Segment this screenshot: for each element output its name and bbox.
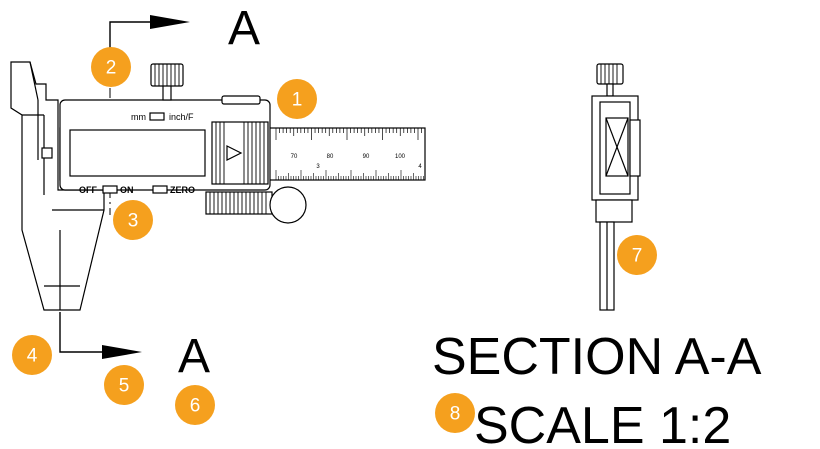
section-letter-bottom: A: [178, 330, 210, 383]
unit-inch-label: inch/F: [169, 112, 194, 122]
off-label: OFF: [79, 185, 97, 195]
callout-number-1: 1: [292, 90, 303, 111]
callout-badge-1: 1: [277, 79, 317, 119]
unit-mm-label: mm: [131, 112, 146, 122]
callout-number-4: 4: [27, 346, 38, 367]
on-label: ON: [120, 185, 134, 195]
scale-label-small-4: 4: [418, 164, 422, 170]
section-arrow-bottom: [59, 312, 104, 353]
scale-label-small-3: 3: [316, 164, 320, 170]
scale-note: SCALE 1:2: [474, 397, 731, 449]
arrowhead-bottom: [102, 345, 142, 359]
ruler-ticks-top: [275, 128, 422, 140]
ruler-ticks-bottom: [275, 170, 424, 180]
callout-badge-4: 4: [12, 335, 52, 375]
callout-badges: 1 2 3 4 5 6 7 8: [12, 47, 657, 433]
callout-number-3: 3: [128, 211, 139, 232]
callout-number-6: 6: [190, 396, 201, 417]
caliper-section-view: [591, 63, 641, 311]
callout-badge-7: 7: [617, 235, 657, 275]
callout-number-2: 2: [106, 58, 117, 79]
scale-label-90: 90: [363, 154, 370, 160]
scale-label-100: 100: [395, 154, 406, 160]
callout-number-8: 8: [450, 404, 461, 425]
callout-badge-6: 6: [175, 385, 215, 425]
section-letter-top: A: [228, 2, 260, 55]
scale-label-80: 80: [327, 154, 334, 160]
section-title: SECTION A-A: [432, 328, 762, 386]
callout-badge-2: 2: [91, 47, 131, 87]
callout-number-7: 7: [632, 246, 643, 267]
callout-badge-8: 8: [435, 393, 475, 433]
callout-number-5: 5: [119, 376, 130, 397]
arrowhead-top: [150, 15, 190, 29]
callout-badge-3: 3: [113, 200, 153, 240]
zero-label: ZERO: [170, 185, 195, 195]
caliper-front-view: [10, 61, 426, 311]
scale-label-70: 70: [291, 154, 298, 160]
callout-badge-5: 5: [104, 365, 144, 405]
